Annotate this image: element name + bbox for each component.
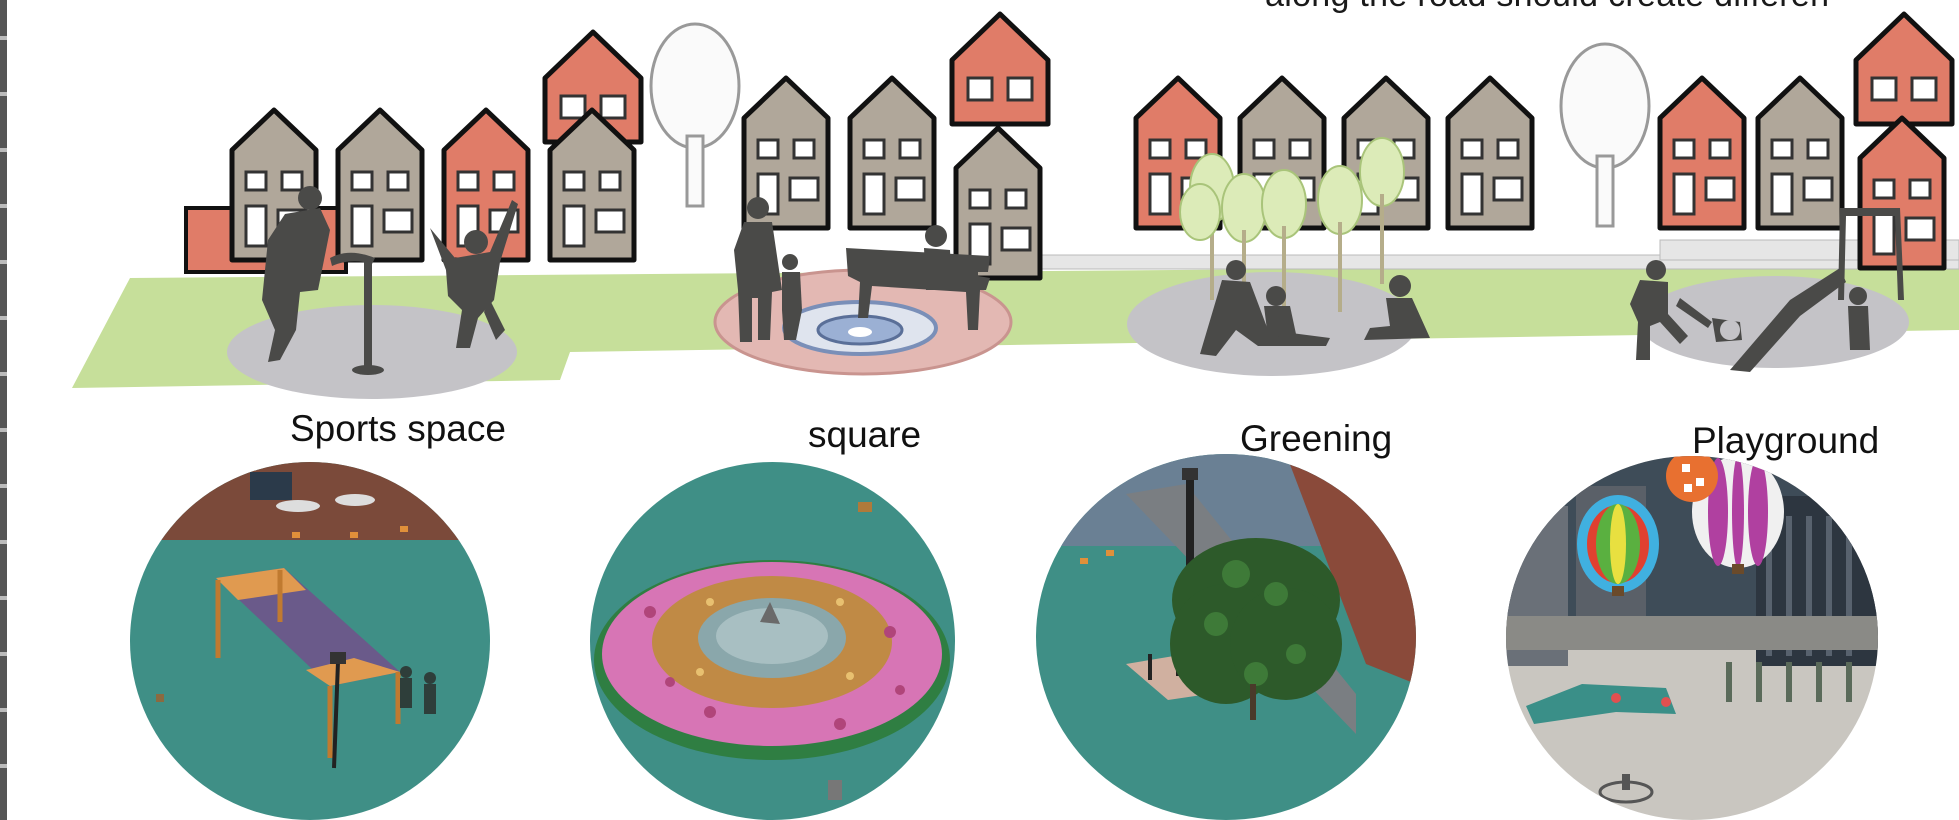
slide-silhouette-icon — [1630, 208, 1904, 372]
square-3d-render — [590, 462, 955, 820]
zone-label-greening: Greening — [1240, 418, 1393, 459]
sports-3d-render — [130, 462, 490, 820]
bench-silhouette-icon — [734, 197, 990, 342]
tree-silhouette-icon — [1200, 260, 1430, 356]
playground-3d-render — [1506, 456, 1878, 820]
street-elevation-diagram — [72, 0, 1959, 399]
zone-label-sports: Sports space — [290, 408, 506, 449]
zone-label-square: square — [808, 414, 922, 455]
sports-silhouette-icon — [262, 186, 518, 375]
zone-label-playground: Playground — [1692, 420, 1880, 461]
greening-3d-render — [1036, 454, 1416, 820]
top-caption-text: along the road should create differen — [1265, 0, 1829, 15]
left-edge-strip — [0, 0, 7, 820]
